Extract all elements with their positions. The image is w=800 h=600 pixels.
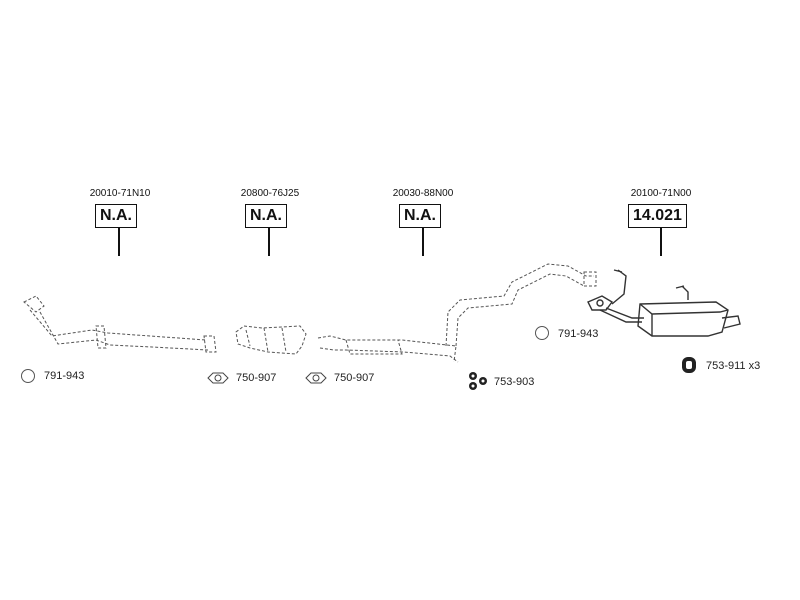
front-pipe-drawing[interactable] (23, 295, 217, 353)
accessory-code: 753-911 x3 (706, 360, 761, 372)
accessory-code: 791-943 (558, 328, 599, 340)
part-price-box[interactable]: N.A. (399, 204, 441, 228)
gasket-icon (207, 372, 229, 384)
ring-icon (535, 326, 549, 340)
ring-icon (21, 369, 35, 383)
part-oem-number: 20100-71N00 (630, 188, 692, 199)
accessory-code: 750-907 (334, 372, 375, 384)
leader-line (660, 228, 662, 256)
part-price-box[interactable]: N.A. (95, 204, 137, 228)
rubber-mount-icon (469, 372, 487, 390)
centre-pipe-drawing[interactable] (317, 263, 597, 363)
accessory-code: 753-903 (494, 376, 535, 388)
accessory-code: 791-943 (44, 370, 85, 382)
gasket-icon (305, 372, 327, 384)
hanger-icon (682, 357, 696, 373)
leader-line (118, 228, 120, 256)
leader-line (422, 228, 424, 256)
leader-line (268, 228, 270, 256)
catalytic-converter-drawing[interactable] (235, 325, 307, 355)
part-price-box[interactable]: 14.021 (628, 204, 687, 228)
accessory-code: 750-907 (236, 372, 277, 384)
rear-silencer-drawing[interactable] (587, 269, 741, 337)
part-oem-number: 20800-76J25 (240, 188, 300, 199)
part-oem-number: 20030-88N00 (392, 188, 454, 199)
part-price-box[interactable]: N.A. (245, 204, 287, 228)
part-oem-number: 20010-71N10 (89, 188, 151, 199)
